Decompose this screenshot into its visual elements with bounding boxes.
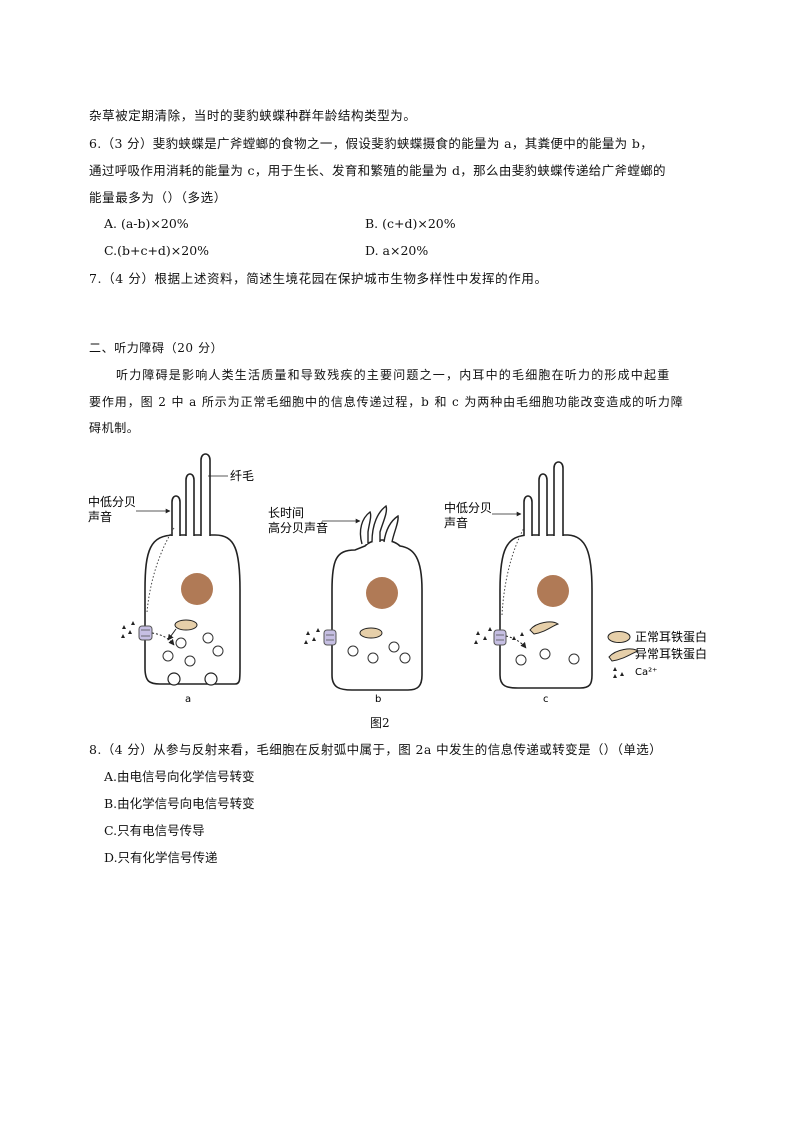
q6-option-a: A. (a-b)×20% bbox=[104, 216, 189, 231]
vesicle bbox=[162, 632, 224, 667]
vesicle bbox=[347, 641, 411, 664]
nucleus bbox=[537, 575, 569, 607]
figure-hair-cells: 纤毛 中低分贝 声音 长时间 高分贝声音 中低分贝 声音 正常耳铁蛋白 异常耳铁… bbox=[88, 453, 707, 705]
abnormal-otoferlin bbox=[529, 621, 560, 635]
q6-option-b: B. (c+d)×20% bbox=[365, 216, 456, 231]
legend-abnormal-label: 异常耳铁蛋白 bbox=[635, 646, 707, 661]
cilium bbox=[523, 495, 533, 536]
ca-ion bbox=[304, 628, 320, 644]
legend-ion-swatch bbox=[613, 667, 624, 678]
q8-option-c: C.只有电信号传导 bbox=[104, 823, 205, 838]
paragraph-line-1: 听力障碍是影响人类生活质量和导致残疾的主要问题之一，内耳中的毛细胞在听力的形成中… bbox=[116, 368, 671, 382]
q6-line-2: 通过呼吸作用消耗的能量为 c，用于生长、发育和繁殖的能量为 d，那么由斐豹蛱蝶传… bbox=[89, 163, 666, 178]
cell-b bbox=[304, 504, 423, 691]
q6-option-d: D. a×20% bbox=[365, 243, 429, 258]
q8-option-a: A.由电信号向化学信号转变 bbox=[104, 769, 255, 784]
cilium bbox=[538, 473, 548, 536]
q6-option-c: C.(b+c+d)×20% bbox=[104, 243, 210, 258]
synapse-terminal bbox=[204, 672, 218, 686]
damaged-cilium bbox=[359, 510, 372, 545]
paragraph-line-3: 碍机制。 bbox=[89, 421, 140, 435]
cilium bbox=[200, 453, 211, 536]
text-line: 杂草被定期清除，当时的斐豹蛱蝶种群年龄结构类型为。 bbox=[89, 108, 417, 123]
label-cilia: 纤毛 bbox=[230, 469, 254, 483]
q8-stem: 8.（4 分）从参与反射来看，毛细胞在反射弧中属于，图 2a 中发生的信息传递或… bbox=[89, 742, 663, 757]
panel-label-a: a bbox=[185, 694, 191, 705]
label-b-sound-1: 长时间 bbox=[268, 506, 304, 520]
paragraph-line-2: 要作用，图 2 中 a 所示为正常毛细胞中的信息传递过程，b 和 c 为两种由毛… bbox=[89, 395, 684, 409]
damaged-cilium bbox=[371, 504, 388, 543]
normal-otoferlin bbox=[174, 619, 198, 631]
label-b-sound-2: 高分贝声音 bbox=[268, 520, 328, 535]
legend-abnormal-swatch bbox=[608, 648, 640, 662]
legend-ion-label: Ca²⁺ bbox=[635, 667, 657, 678]
label-a-sound-1: 中低分贝 bbox=[88, 494, 136, 509]
normal-otoferlin bbox=[359, 627, 383, 639]
cell-c bbox=[474, 461, 593, 689]
panel-label-b: b bbox=[375, 694, 381, 705]
q7-text: 7.（4 分）根据上述资料，简述生境花园在保护城市生物多样性中发挥的作用。 bbox=[89, 271, 548, 286]
damaged-cilium bbox=[383, 514, 399, 543]
panel-label-c: c bbox=[543, 694, 549, 705]
ca-ion bbox=[121, 621, 135, 638]
synapse-terminal bbox=[167, 672, 181, 686]
legend bbox=[607, 631, 640, 678]
vesicle bbox=[515, 648, 580, 666]
cilium bbox=[185, 473, 195, 536]
label-c-sound-1: 中低分贝 bbox=[444, 500, 492, 515]
ca-channel bbox=[493, 629, 507, 646]
cell-a bbox=[121, 453, 241, 686]
q8-option-d: D.只有化学信号传递 bbox=[104, 850, 218, 865]
q8-option-b: B.由化学信号向电信号转变 bbox=[104, 796, 255, 811]
q6-line-3: 能量最多为（）（多选） bbox=[89, 190, 227, 205]
section-heading: 二、听力障碍（20 分） bbox=[89, 341, 224, 355]
figure-caption: 图2 bbox=[370, 716, 390, 730]
nucleus bbox=[366, 577, 398, 609]
legend-normal-swatch bbox=[607, 631, 631, 643]
cilium bbox=[553, 461, 564, 536]
q6-line-1: 6.（3 分）斐豹蛱蝶是广斧螳螂的食物之一，假设斐豹蛱蝶摄食的能量为 a，其粪便… bbox=[89, 136, 654, 151]
label-a-sound-2: 声音 bbox=[88, 509, 112, 524]
label-c-sound-2: 声音 bbox=[444, 515, 468, 530]
nucleus bbox=[181, 573, 213, 605]
legend-normal-label: 正常耳铁蛋白 bbox=[635, 629, 707, 644]
ca-channel bbox=[138, 625, 153, 641]
cilium bbox=[171, 495, 181, 536]
ca-channel bbox=[323, 629, 337, 646]
